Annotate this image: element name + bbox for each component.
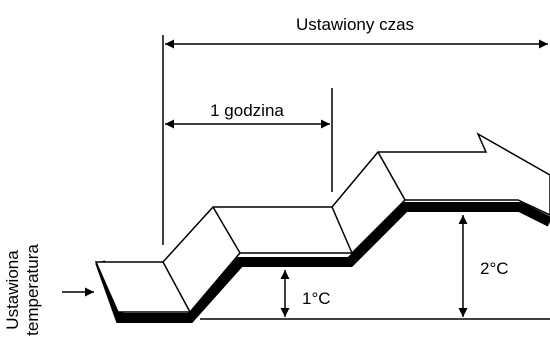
two-degrees-label: 2°C (480, 259, 509, 278)
set-temperature-label: Ustawiona temperatura (3, 244, 42, 336)
step-ribbon (94, 132, 550, 313)
one-hour-label: 1 godzina (210, 101, 284, 120)
set-temperature-line1: Ustawiona (3, 250, 22, 330)
set-time-label: Ustawiony czas (296, 15, 414, 34)
one-degree-label: 1°C (302, 289, 331, 308)
set-temperature-line2: temperatura (23, 244, 42, 336)
ribbon-shadow (95, 202, 550, 323)
ribbon-face-lines (162, 151, 406, 313)
